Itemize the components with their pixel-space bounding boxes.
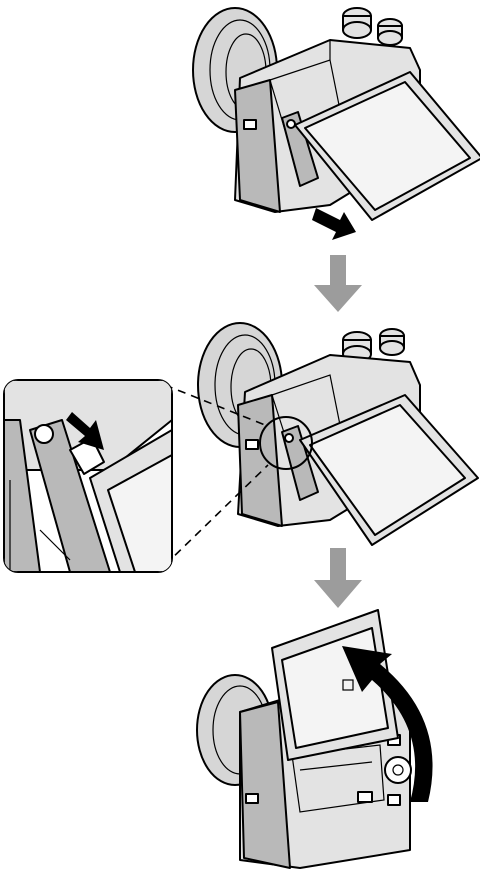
- down-arrow-icon: [314, 548, 362, 608]
- step-1-camera: [192, 7, 480, 240]
- pull-out-arrow-icon: [312, 208, 356, 240]
- hinge-icon: [281, 425, 319, 501]
- camera-side-icon: [234, 79, 281, 213]
- strap-lug-icon: [245, 793, 259, 804]
- dial-icon: [342, 328, 405, 363]
- hinge-icon: [281, 111, 319, 187]
- lcd-monitor-icon: [294, 71, 480, 221]
- curved-arrow-icon: [342, 646, 433, 802]
- magnifier-inset-icon: [3, 379, 173, 573]
- camera-side-icon: [237, 394, 283, 527]
- strap-lug-icon: [245, 439, 259, 450]
- control-dial-icon: [357, 734, 412, 806]
- camera-side-icon: [239, 701, 291, 869]
- leader-line: [164, 384, 266, 426]
- lcd-monitor-icon: [299, 394, 479, 546]
- step-2-camera: [164, 322, 479, 566]
- hinge-icon: [29, 419, 111, 572]
- dial-icon: [342, 7, 403, 46]
- leader-line: [164, 464, 269, 566]
- latch-highlight-circle: [259, 416, 313, 470]
- strap-lug-icon: [243, 119, 257, 130]
- press-arrow-icon: [66, 412, 104, 450]
- step-3-camera: [196, 609, 433, 869]
- down-arrow-icon: [314, 255, 362, 312]
